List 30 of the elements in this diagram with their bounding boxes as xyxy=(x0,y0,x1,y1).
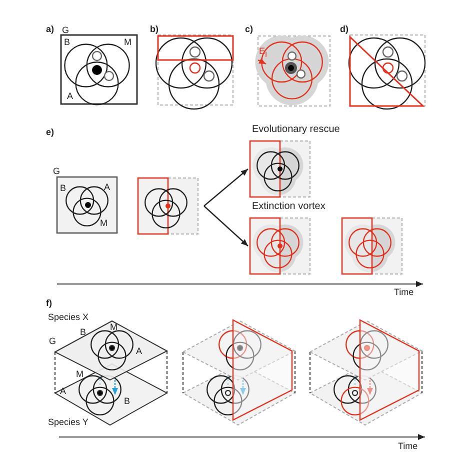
set-label: B xyxy=(80,327,86,337)
arrow xyxy=(204,168,248,206)
set-label: G xyxy=(49,336,56,346)
set-label: B xyxy=(60,183,66,193)
panel-label: e) xyxy=(46,127,54,137)
panel-heading: Evolutionary rescue xyxy=(252,125,340,135)
set-label: A xyxy=(136,346,142,356)
set-label: M xyxy=(100,218,108,228)
set-label: G xyxy=(62,25,70,35)
set-label: A xyxy=(60,386,66,396)
species-label: Species Y xyxy=(48,417,88,427)
axis-label: Time xyxy=(394,287,414,297)
set-label: M xyxy=(76,369,84,379)
axis-label: Time xyxy=(398,441,418,451)
set-label: M xyxy=(110,322,118,332)
set-label: G xyxy=(53,166,60,176)
set-label: A xyxy=(67,91,74,101)
arrow xyxy=(204,206,248,246)
set-label: M xyxy=(124,37,132,47)
panel-label: b) xyxy=(150,24,158,34)
panel-label: a) xyxy=(46,24,54,34)
set-label: B xyxy=(124,396,130,406)
set-label: A xyxy=(104,182,110,192)
panel-label: c) xyxy=(245,24,254,34)
panel-heading: Extinction vortex xyxy=(252,202,326,212)
set-label: B xyxy=(64,37,70,47)
panel-label: f) xyxy=(46,298,52,308)
set-label: E$_{I}$ xyxy=(259,46,268,60)
panel-label: d) xyxy=(340,24,348,34)
species-label: Species X xyxy=(48,312,89,322)
